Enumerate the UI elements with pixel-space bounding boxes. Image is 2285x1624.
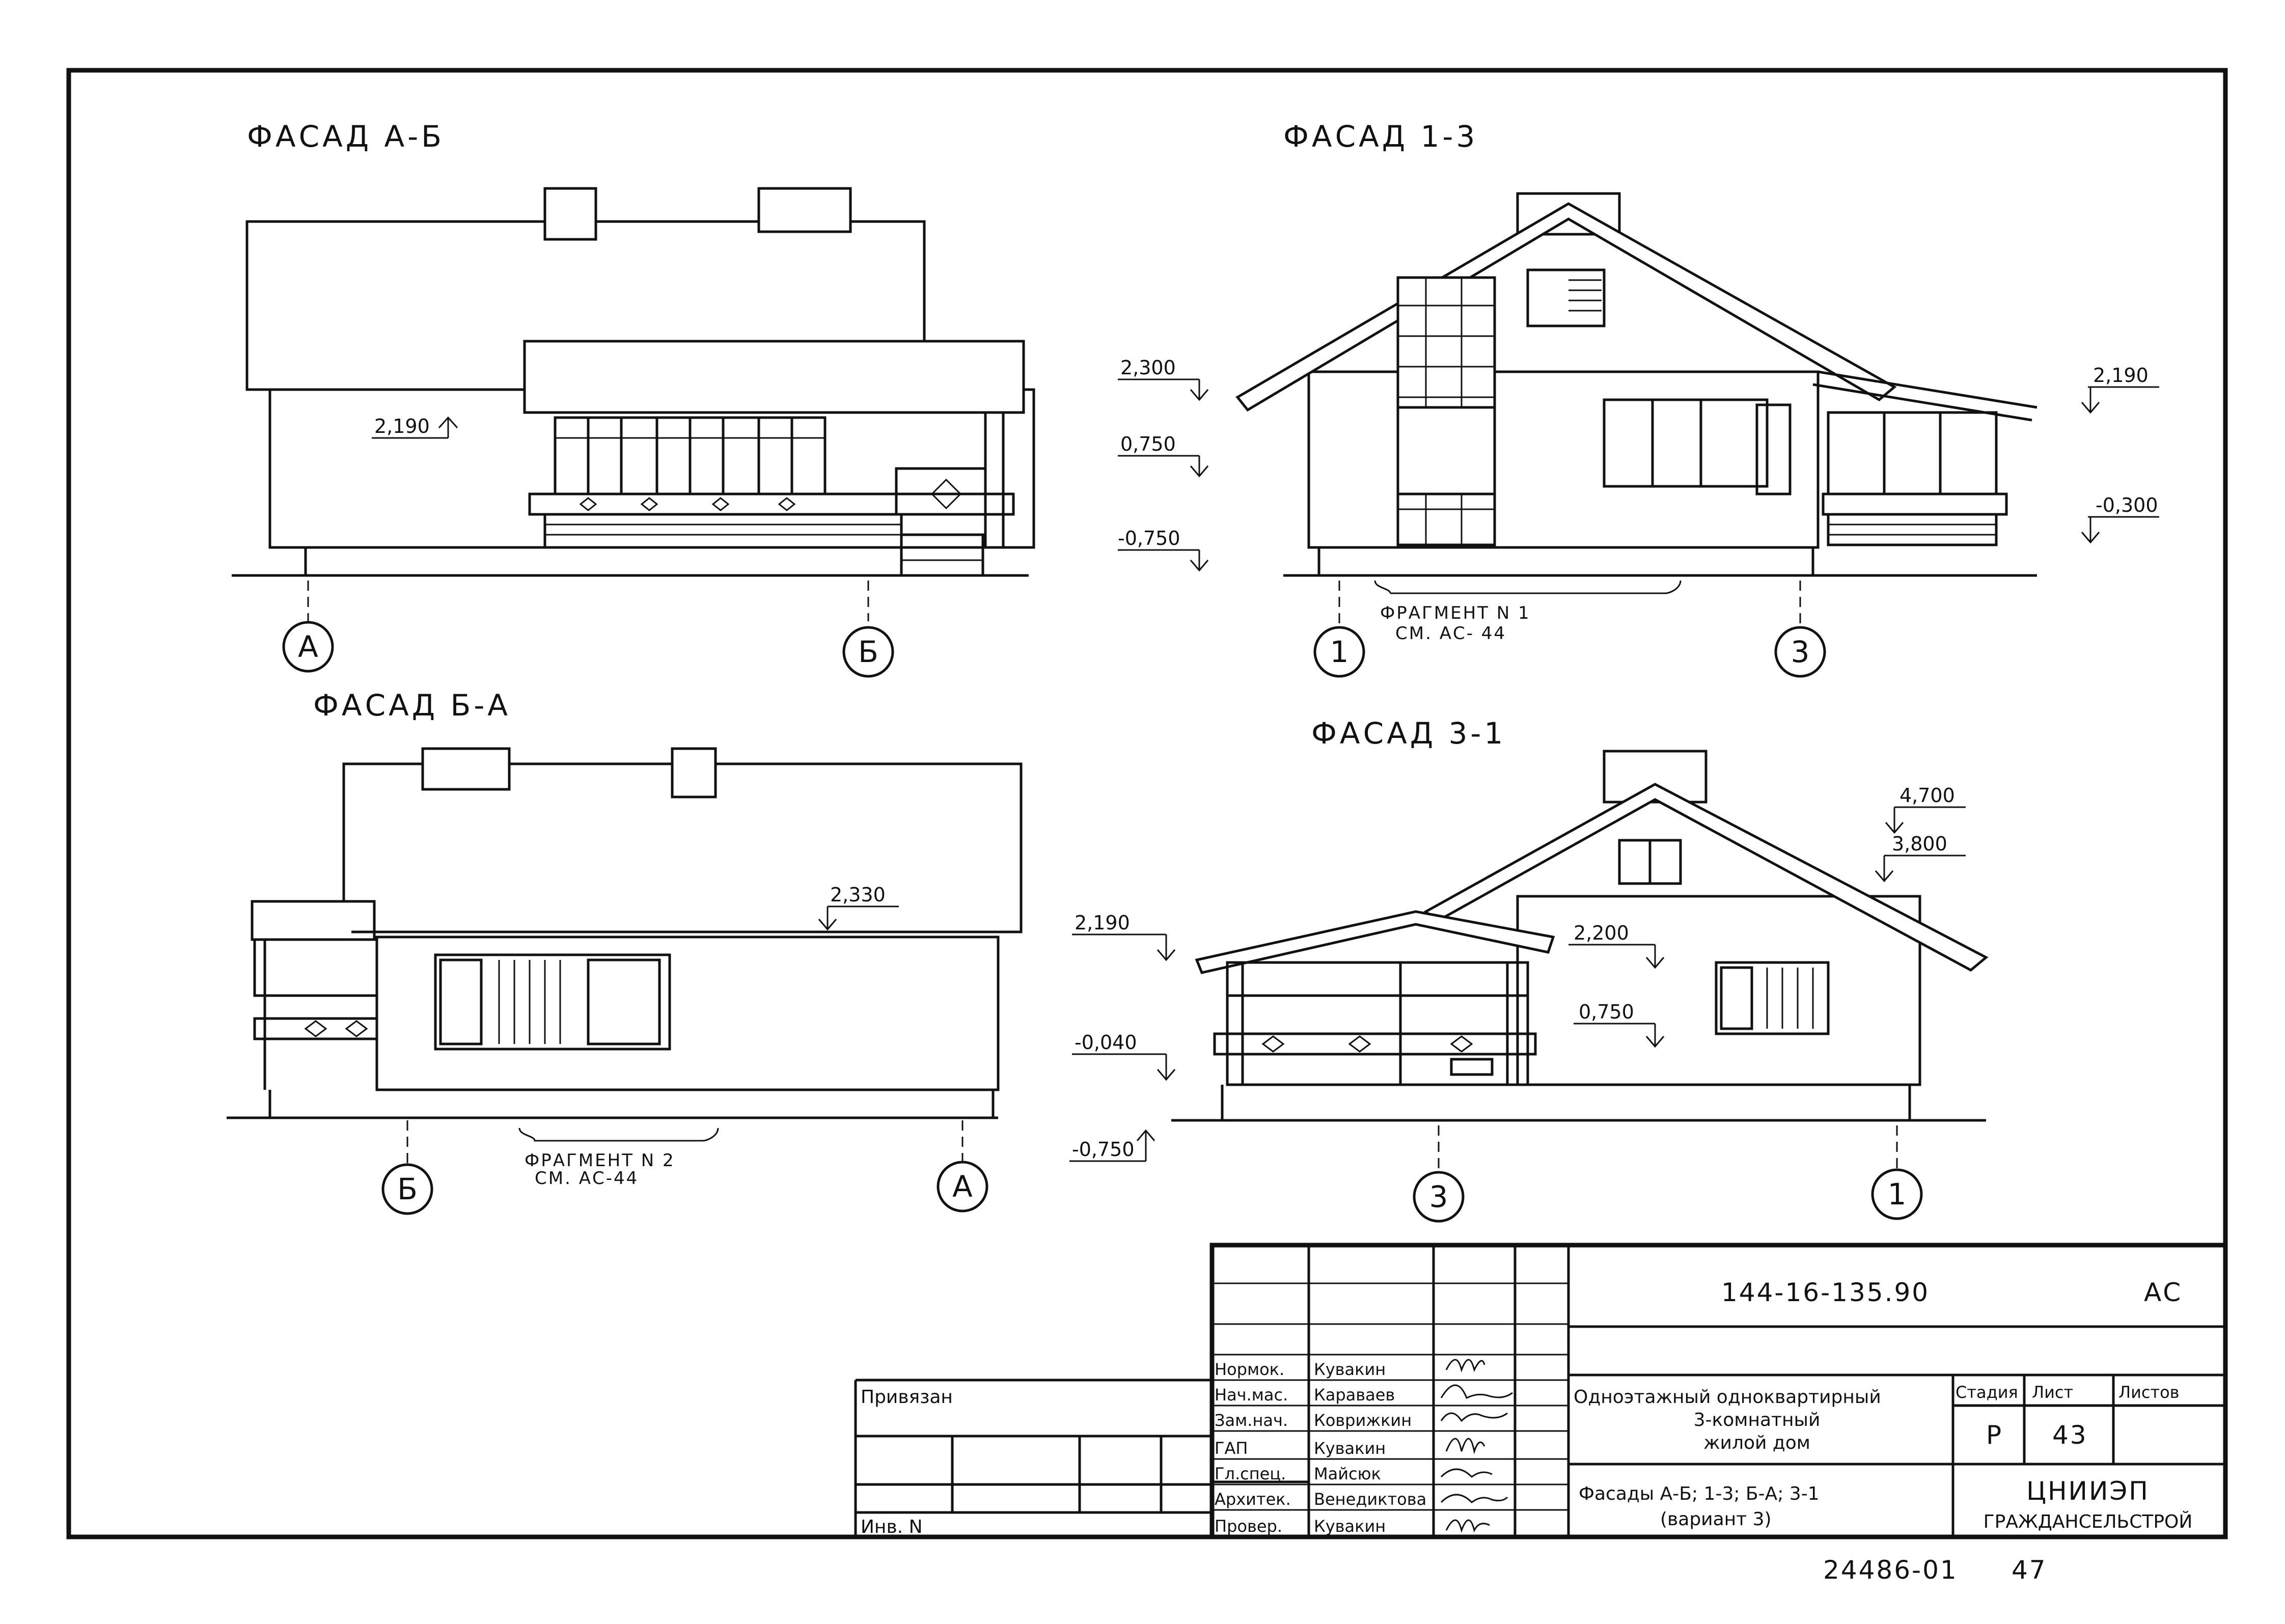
level-mark: 0,750: [1120, 433, 1176, 455]
level-mark: 0,750: [1579, 1001, 1634, 1023]
sheet-number: 43: [2052, 1420, 2088, 1450]
facade-ba-title: ФАСАД Б-А: [313, 688, 511, 723]
page-number: 47: [2012, 1555, 2047, 1585]
archive-number: 24486-01: [1823, 1555, 1958, 1585]
organization: ГРАЖДАНСЕЛЬСТРОЙ: [1984, 1511, 2193, 1532]
role-label: Нормок.: [1215, 1360, 1284, 1379]
title-block: Привязан Инв. N Нормок. Нач.мас. Зам.нач…: [854, 1243, 2228, 1539]
level-mark: 4,700: [1899, 784, 1955, 807]
document-code: 144-16-135.90: [1721, 1278, 1930, 1307]
axis-bubble: [381, 1163, 433, 1215]
name-label: Майсюк: [1314, 1464, 1381, 1483]
level-mark: 2,190: [2093, 364, 2149, 387]
axis-bubble: [1413, 1171, 1465, 1223]
level-mark: 2,330: [830, 884, 886, 906]
fragment-note: СМ. АС- 44: [1395, 623, 1506, 644]
role-label: Нач.мас.: [1215, 1385, 1288, 1405]
sheet-frame: [66, 68, 2228, 1539]
axis-label: 3: [1429, 1179, 1448, 1214]
project-name: 3-комнатный: [1694, 1410, 1821, 1430]
role-label: Зам.нач.: [1215, 1411, 1288, 1430]
level-mark: -0,750: [1072, 1138, 1135, 1161]
name-label: Коврижкин: [1314, 1411, 1412, 1430]
axis-bubble: [842, 626, 894, 678]
role-label: ГАП: [1215, 1439, 1248, 1458]
name-label: Кувакин: [1314, 1439, 1386, 1458]
stage-header: Стадия: [1956, 1383, 2018, 1402]
facade-ab: ФАСАД А-Б: [232, 119, 1035, 678]
facade-13: ФАСАД 1-3 1 3 ФРАГМЕНТ N 1: [1118, 119, 2159, 678]
axis-bubble: [1871, 1168, 1923, 1220]
level-mark: 2,190: [1075, 912, 1130, 934]
level-mark: 2,200: [1574, 922, 1629, 944]
name-label: Венедиктова: [1314, 1490, 1426, 1509]
axis-label: 1: [1888, 1177, 1907, 1212]
axis-bubble: [282, 621, 334, 673]
name-label: Кувакин: [1314, 1360, 1386, 1379]
axis-bubble: [1313, 626, 1365, 678]
axis-bubble: [937, 1161, 988, 1213]
level-mark: 2,190: [374, 415, 430, 437]
sheets-header: Листов: [2118, 1383, 2180, 1402]
name-label: Караваев: [1314, 1385, 1395, 1405]
facade-ba: ФАСАД Б-А Б А ФРАГМЕНТ N 2 СМ. АС-44 2,3…: [227, 688, 1023, 1215]
organization: ЦНИИЭП: [2026, 1476, 2150, 1506]
facade-ab-title: ФАСАД А-Б: [247, 119, 445, 154]
sheet-header: Лист: [2032, 1383, 2073, 1402]
facade-13-title: ФАСАД 1-3: [1283, 119, 1478, 154]
document-mark: АС: [2144, 1278, 2182, 1307]
role-label: Гл.спец.: [1215, 1464, 1286, 1483]
fragment-note: ФРАГМЕНТ N 2: [525, 1150, 675, 1171]
fragment-note: ФРАГМЕНТ N 1: [1380, 603, 1531, 623]
inv-label: Инв. N: [861, 1517, 923, 1537]
axis-label: А: [952, 1169, 973, 1204]
signatures: [1440, 1359, 1513, 1533]
level-mark: 3,800: [1892, 833, 1947, 855]
level-mark: 2,300: [1120, 356, 1176, 379]
axis-label: Б: [858, 635, 878, 669]
sheet-title: Фасады А-Б; 1-3; Б-А; 3-1: [1579, 1483, 1820, 1504]
axis-label: 3: [1791, 635, 1810, 669]
level-mark: -0,750: [1118, 527, 1180, 549]
axis-label: 1: [1330, 635, 1349, 669]
facade-31-title: ФАСАД 3-1: [1311, 716, 1506, 751]
privyazan-label: Привязан: [861, 1387, 953, 1408]
project-name: жилой дом: [1703, 1433, 1810, 1453]
level-mark: -0,040: [1075, 1031, 1137, 1054]
name-label: Кувакин: [1314, 1517, 1386, 1536]
role-label: Архитек.: [1215, 1490, 1291, 1509]
axis-bubble: [1774, 626, 1826, 678]
fragment-note: СМ. АС-44: [535, 1168, 639, 1189]
axis-label: Б: [397, 1172, 418, 1206]
facade-31: ФАСАД 3-1 3 1 2,190 -0,040 -0,750 4: [1069, 716, 1989, 1223]
sheet-title: (вариант 3): [1660, 1509, 1772, 1530]
level-mark: -0,300: [2096, 494, 2158, 516]
stage-value: Р: [1986, 1420, 2003, 1450]
project-name: Одноэтажный одноквартирный: [1574, 1387, 1881, 1408]
role-label: Провер.: [1215, 1517, 1282, 1536]
axis-label: А: [298, 629, 318, 664]
